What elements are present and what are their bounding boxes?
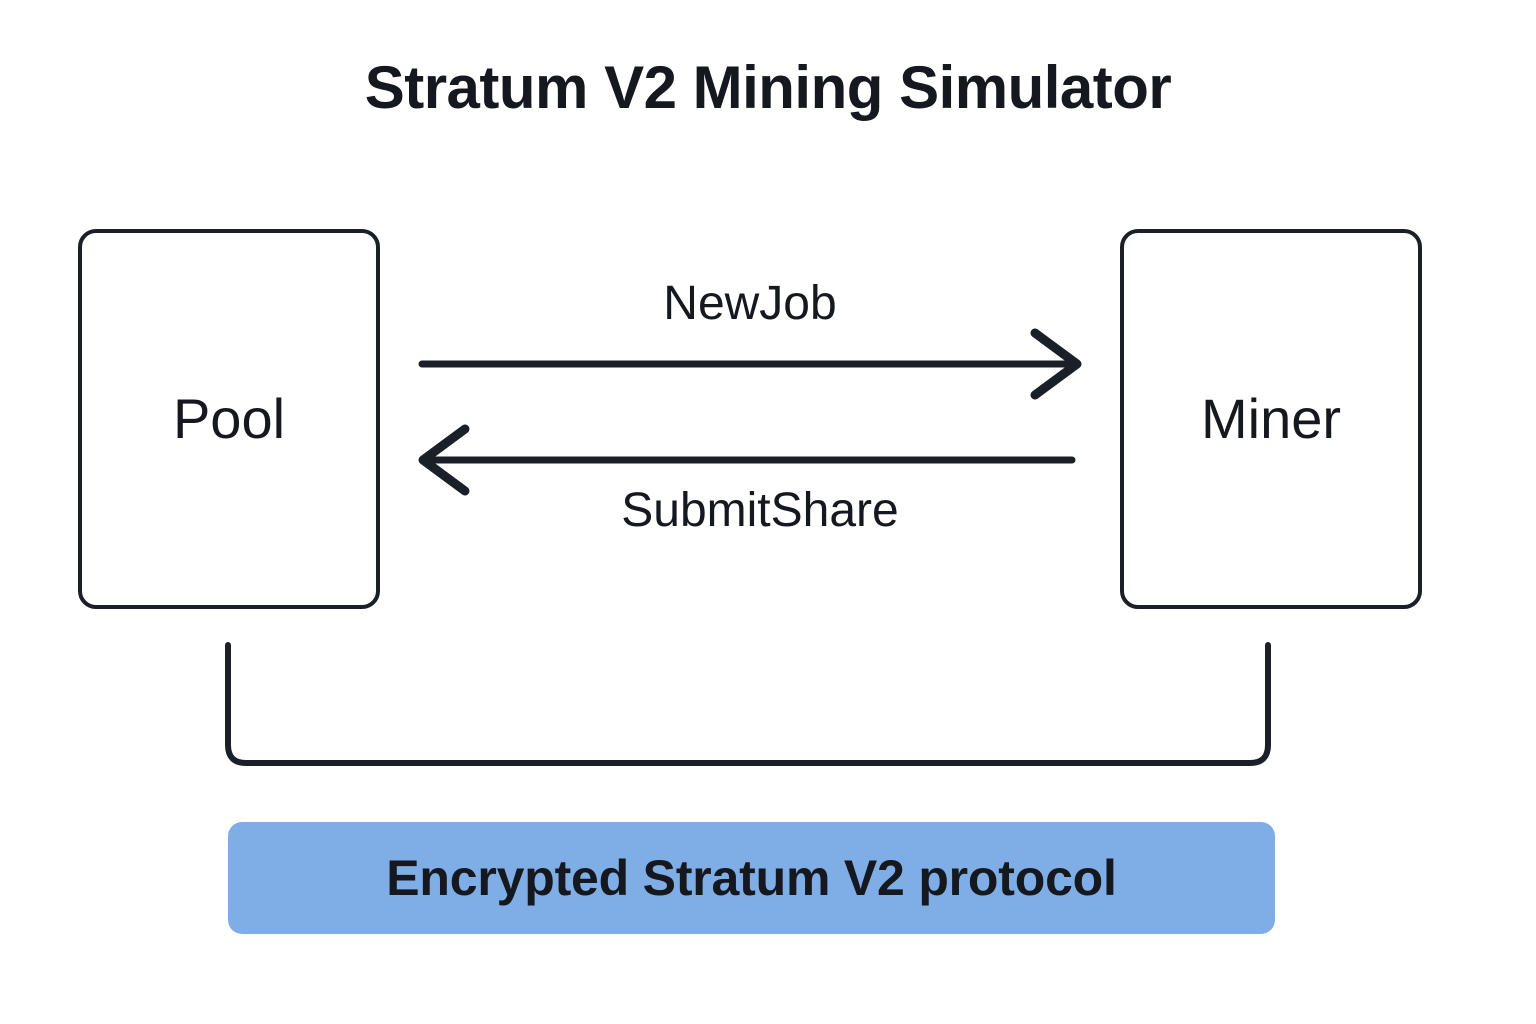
arrow-newjob xyxy=(418,328,1082,400)
page-title: Stratum V2 Mining Simulator xyxy=(364,54,1172,121)
arrow-label-submitshare: SubmitShare xyxy=(621,484,899,537)
arrow-submitshare xyxy=(418,424,1076,496)
node-pool[interactable]: Pool xyxy=(78,229,380,609)
node-pool-label: Pool xyxy=(172,387,286,450)
protocol-bracket xyxy=(225,642,1271,766)
arrow-newjob-head-icon xyxy=(1030,328,1082,400)
protocol-banner: Encrypted Stratum V2 protocol xyxy=(228,822,1275,934)
node-miner[interactable]: Miner xyxy=(1120,229,1422,609)
protocol-banner-label: Encrypted Stratum V2 protocol xyxy=(386,850,1117,906)
node-miner-label: Miner xyxy=(1200,387,1342,450)
arrow-submitshare-head-icon xyxy=(418,424,470,496)
arrow-label-newjob: NewJob xyxy=(663,277,837,330)
